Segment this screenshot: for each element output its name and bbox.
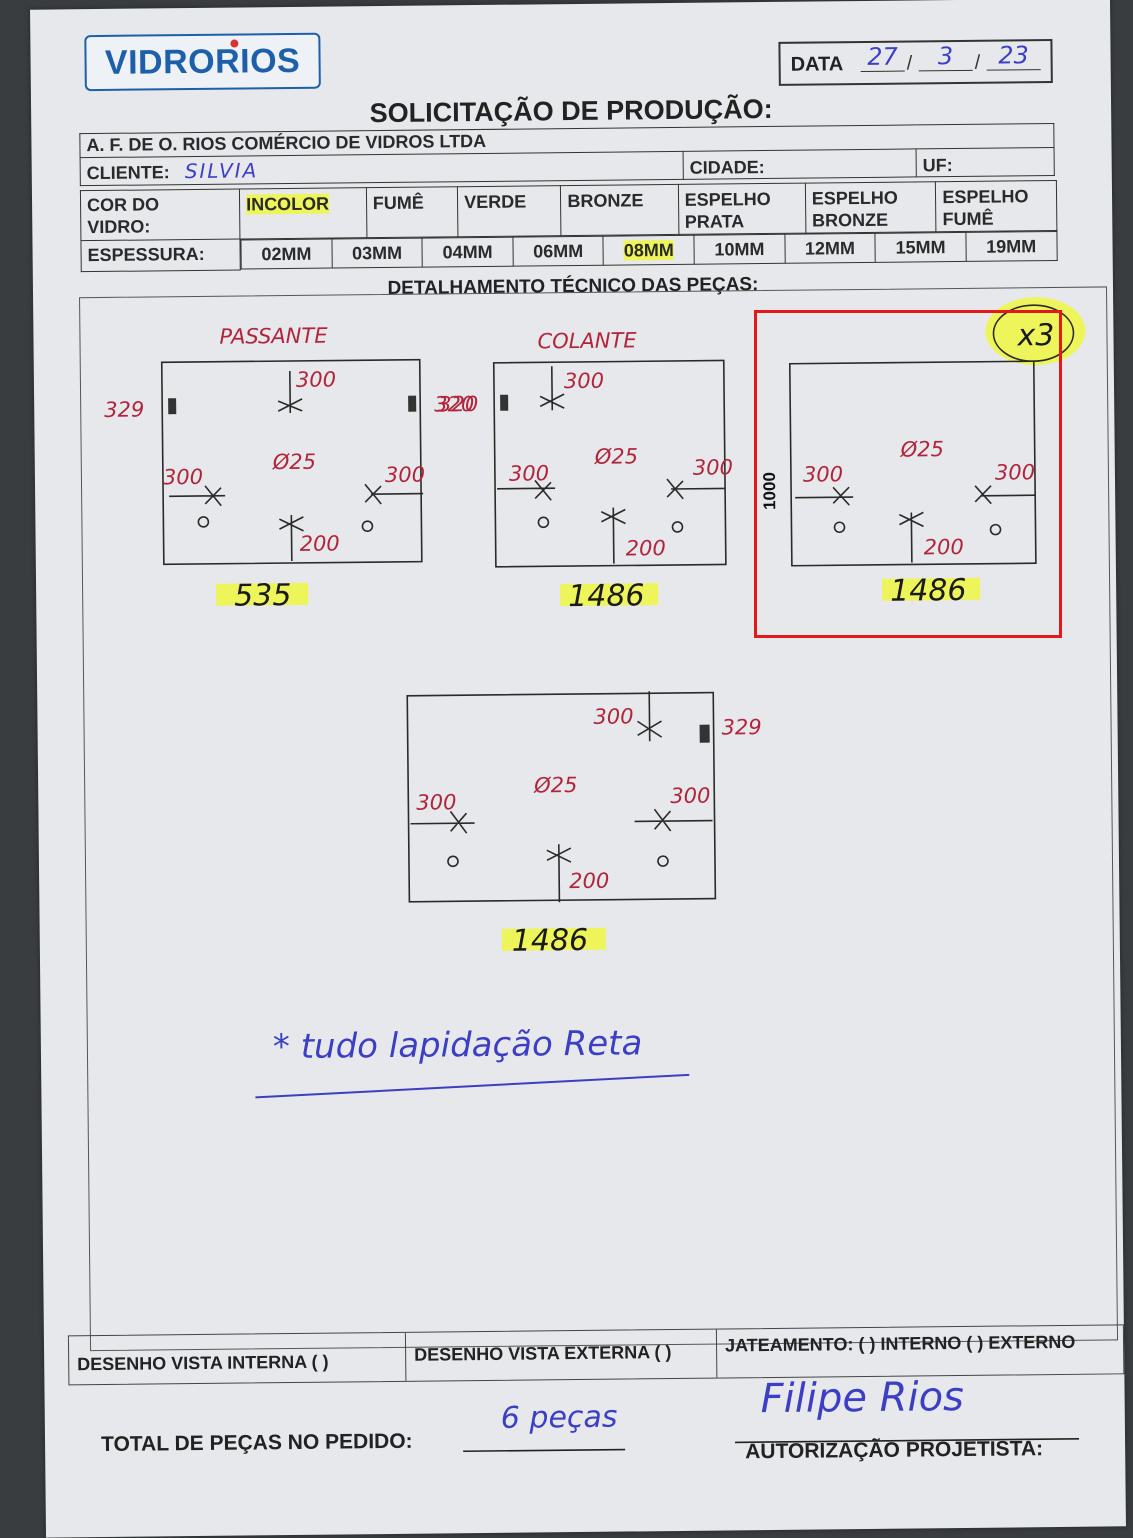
- internal-view-option[interactable]: DESENHO VISTA INTERNA ( ): [68, 1332, 407, 1385]
- piece-3-hole: Ø25: [900, 437, 945, 461]
- piece-3-height: 1000: [760, 472, 779, 510]
- total-underline: [463, 1448, 626, 1453]
- piece-3-offset-bottom: 200: [924, 535, 964, 559]
- pieces-drawing: .ln { stroke:#2a2a2a; stroke-width:1.6; …: [104, 297, 1086, 1453]
- external-view-option[interactable]: DESENHO VISTA EXTERNA ( ): [405, 1329, 718, 1381]
- piece-1-hole: Ø25: [272, 450, 317, 474]
- piece-2-width: 1486: [568, 578, 645, 614]
- piece-1-width: 535: [234, 578, 292, 614]
- hinge-left-icon: [168, 398, 177, 415]
- total-label: TOTAL DE PEÇAS NO PEDIDO:: [100, 1429, 413, 1457]
- hinge-right-icon: [408, 395, 417, 412]
- piece-3-quantity: x3: [1016, 318, 1054, 353]
- hinge-icon: [699, 724, 710, 743]
- piece-4-offset-top: 300: [593, 704, 633, 728]
- piece-2: COLANTE 320 300 Ø25 300 300 200 1486: [438, 328, 733, 614]
- piece-1-offset-bottom: 200: [300, 531, 340, 555]
- piece-2-offset-side: 300: [509, 461, 549, 485]
- piece-1: PASSANTE 329 320 300 Ø25 300 300 200 535: [104, 324, 474, 614]
- piece-1-left-edge: 329: [104, 398, 144, 422]
- piece-4-offset-side: 300: [416, 790, 456, 814]
- piece-1-right-edge: 320: [434, 392, 474, 416]
- total-pieces: TOTAL DE PEÇAS NO PEDIDO:: [101, 1430, 413, 1457]
- piece-4: 329 300 Ø25 300 300 200 1486: [406, 691, 762, 959]
- piece-2-left-edge: 320: [438, 392, 478, 416]
- svg-text:300: 300: [693, 455, 733, 479]
- piece-4-width: 1486: [512, 923, 589, 959]
- sandblast-option[interactable]: JATEAMENTO: ( ) INTERNO ( ) EXTERNO: [724, 1331, 1076, 1356]
- piece-4-hole: Ø25: [533, 773, 578, 797]
- signature: Filipe Rios: [760, 1373, 965, 1423]
- piece-1-outline: [160, 358, 423, 566]
- piece-2-offset-bottom: 200: [626, 536, 666, 560]
- piece-2-hole: Ø25: [594, 444, 639, 468]
- authorization-label: AUTORIZAÇÃO PROJETISTA:: [745, 1437, 1044, 1464]
- piece-4-offset-bottom: 200: [569, 869, 609, 893]
- total-value[interactable]: 6 peças: [500, 1399, 618, 1436]
- piece-2-outline: [492, 359, 727, 568]
- note-text: * tudo lapidação Reta: [272, 1023, 643, 1068]
- hinge-icon: [500, 394, 509, 411]
- piece-4-outline: [406, 691, 717, 903]
- piece-2-offset-top: 300: [564, 369, 604, 393]
- svg-text:300: 300: [670, 784, 710, 808]
- piece-3-outline: [788, 360, 1037, 567]
- annotation-highlight-box: [754, 310, 1062, 638]
- piece-1-offset-top: 300: [296, 368, 336, 392]
- piece-2-label: COLANTE: [537, 328, 637, 353]
- svg-text:300: 300: [385, 463, 425, 487]
- piece-1-label: PASSANTE: [219, 324, 328, 349]
- signature-line: [735, 1437, 1080, 1444]
- svg-text:300: 300: [995, 460, 1035, 484]
- note-underline: [255, 1073, 690, 1099]
- piece-3-offset-side: 300: [803, 462, 843, 486]
- piece-4-right-edge: 329: [721, 715, 761, 739]
- piece-3-width: 1486: [890, 573, 967, 609]
- order-sheet: VIDRORIOS DATA 27 / 3 / 23 SOLICITAÇÃO D…: [30, 0, 1126, 1538]
- piece-1-offset-side: 300: [163, 465, 203, 489]
